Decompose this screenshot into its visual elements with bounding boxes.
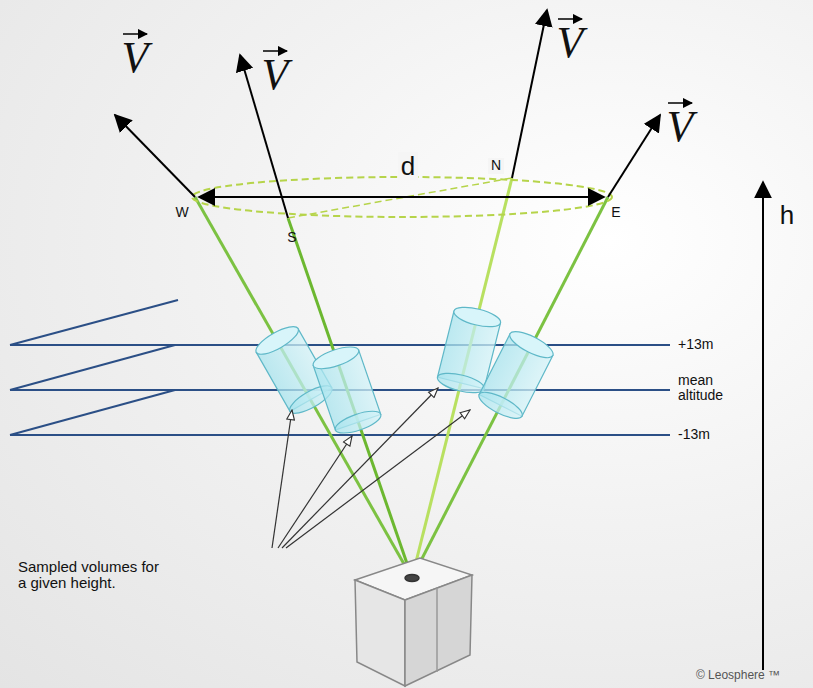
distance-arrow xyxy=(199,196,604,198)
height-arrow xyxy=(762,182,764,670)
scan-circle xyxy=(192,177,612,217)
direction-label: S xyxy=(287,230,296,245)
vector-label: V xyxy=(667,103,694,151)
altitude-label: mean altitude xyxy=(678,373,758,404)
lidar-beams xyxy=(195,178,608,578)
leader-arrows xyxy=(272,388,470,548)
direction-label: E xyxy=(611,205,620,220)
vector-label: V xyxy=(557,19,584,67)
copyright-watermark: © Leosphere ™ xyxy=(696,669,780,682)
altitude-lines xyxy=(10,300,670,435)
direction-label: W xyxy=(175,205,188,220)
distance-label: d xyxy=(398,152,418,181)
vector-label: V xyxy=(122,34,149,82)
altitude-label: -13m xyxy=(678,427,710,442)
altitude-label: +13m xyxy=(678,337,713,352)
lidar-device xyxy=(355,558,472,686)
wind-vectors xyxy=(115,10,660,218)
annotation-note: Sampled volumes for a given height. xyxy=(18,559,168,592)
height-label: h xyxy=(780,201,794,230)
vector-label: V xyxy=(262,51,289,99)
vector-overarrows xyxy=(123,19,692,103)
direction-label: N xyxy=(488,158,504,173)
sampled-volumes xyxy=(252,303,556,437)
